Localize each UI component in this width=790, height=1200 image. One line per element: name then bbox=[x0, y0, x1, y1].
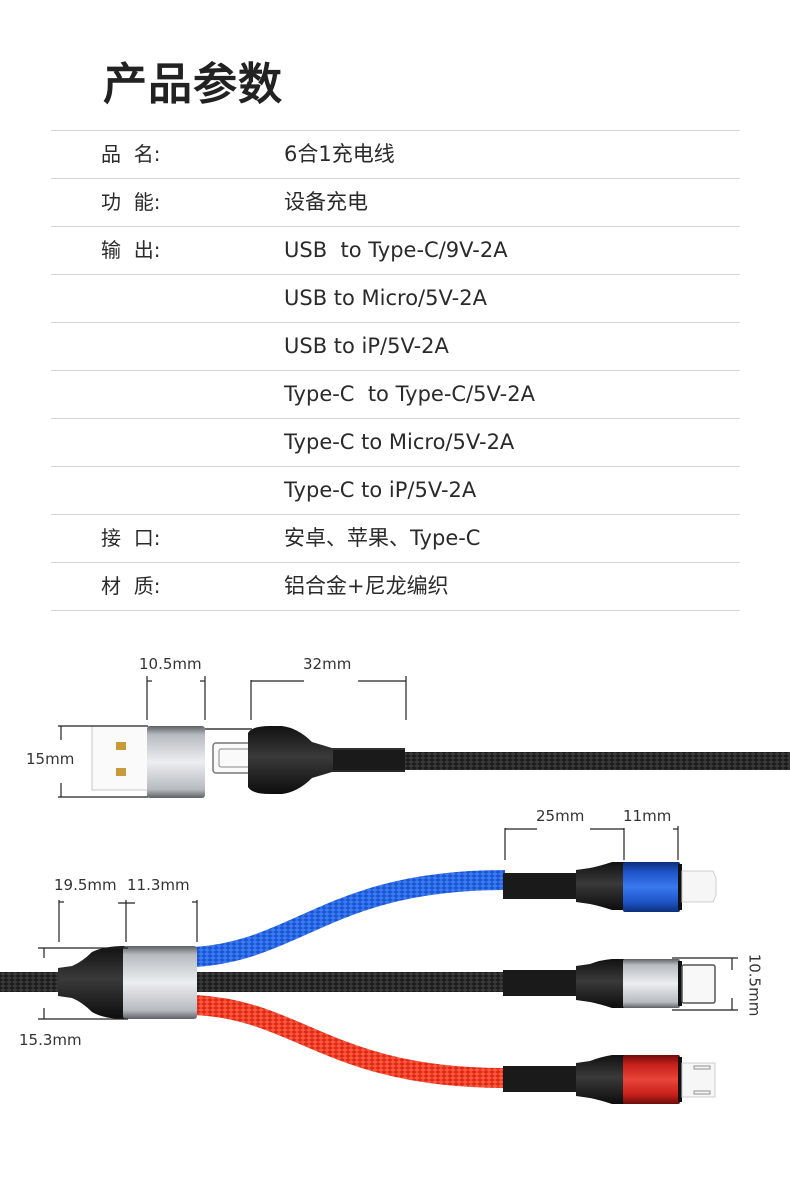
dimension-lines bbox=[58, 676, 407, 798]
page-title: 产品参数 bbox=[103, 59, 283, 110]
dim-adapter-height: 15mm bbox=[26, 750, 75, 768]
usb-contact-icon bbox=[116, 742, 126, 750]
dim-splitter-height: 15.3mm bbox=[19, 1031, 82, 1049]
spec-value: 6合1充电线 bbox=[284, 142, 395, 166]
black-cable bbox=[405, 752, 790, 770]
spec-row-output: USB to iP/5V-2A bbox=[51, 322, 740, 370]
type-c-connector bbox=[503, 959, 716, 1008]
dimension-lines bbox=[38, 826, 738, 1020]
spec-row-output: 输 出: USB to Type-C/9V-2A bbox=[51, 226, 740, 274]
dim-tip-boot: 25mm bbox=[536, 807, 585, 825]
spec-row-output: Type-C to Type-C/5V-2A bbox=[51, 370, 740, 418]
spec-row-name: 品 名: 6合1充电线 bbox=[51, 130, 740, 178]
spec-row-output: Type-C to iP/5V-2A bbox=[51, 466, 740, 514]
spec-row-output: Type-C to Micro/5V-2A bbox=[51, 418, 740, 466]
dim-plug-length: 32mm bbox=[303, 655, 352, 673]
spec-value: 设备充电 bbox=[284, 190, 368, 214]
usb-contact-icon bbox=[116, 768, 126, 776]
spec-value: USB to Micro/5V-2A bbox=[284, 286, 487, 310]
blue-cable bbox=[194, 870, 506, 967]
dim-splitter-shell: 11.3mm bbox=[127, 876, 190, 894]
spec-label: 输 出: bbox=[101, 238, 161, 262]
spec-label: 品 名: bbox=[101, 142, 161, 166]
spec-row-material: 材 质: 铝合金+尼龙编织 bbox=[51, 562, 740, 611]
spec-row-interface: 接 口: 安卓、苹果、Type-C bbox=[51, 514, 740, 562]
spec-row-function: 功 能: 设备充电 bbox=[51, 178, 740, 226]
spec-table: 品 名: 6合1充电线 功 能: 设备充电 输 出: USB to Type-C… bbox=[51, 130, 740, 611]
spec-value: Type-C to Type-C/5V-2A bbox=[284, 382, 535, 406]
lightning-connector bbox=[503, 862, 717, 912]
dim-tip-height: 10.5mm bbox=[745, 953, 764, 1017]
spec-value: 安卓、苹果、Type-C bbox=[284, 526, 481, 550]
dim-splitter-boot: 19.5mm bbox=[54, 876, 117, 894]
spec-label: 材 质: bbox=[101, 574, 161, 598]
spec-row-output: USB to Micro/5V-2A bbox=[51, 274, 740, 322]
dim-adapter-width: 10.5mm bbox=[139, 655, 202, 673]
dim-tip-shell: 11mm bbox=[623, 807, 672, 825]
usb-a-adapter bbox=[91, 725, 205, 798]
spec-value: USB to iP/5V-2A bbox=[284, 334, 449, 358]
splitter-housing bbox=[58, 946, 197, 1019]
spec-value: USB to Type-C/9V-2A bbox=[284, 238, 508, 262]
spec-value: Type-C to Micro/5V-2A bbox=[284, 430, 515, 454]
micro-usb-connector bbox=[503, 1055, 716, 1104]
black-cable bbox=[0, 972, 62, 992]
type-c-plug bbox=[205, 726, 790, 794]
spec-value: Type-C to iP/5V-2A bbox=[284, 478, 477, 502]
spec-label: 功 能: bbox=[101, 190, 161, 214]
spec-label: 接 口: bbox=[101, 526, 161, 550]
red-cable bbox=[194, 995, 506, 1088]
black-cable bbox=[195, 972, 507, 992]
spec-value: 铝合金+尼龙编织 bbox=[284, 574, 449, 598]
